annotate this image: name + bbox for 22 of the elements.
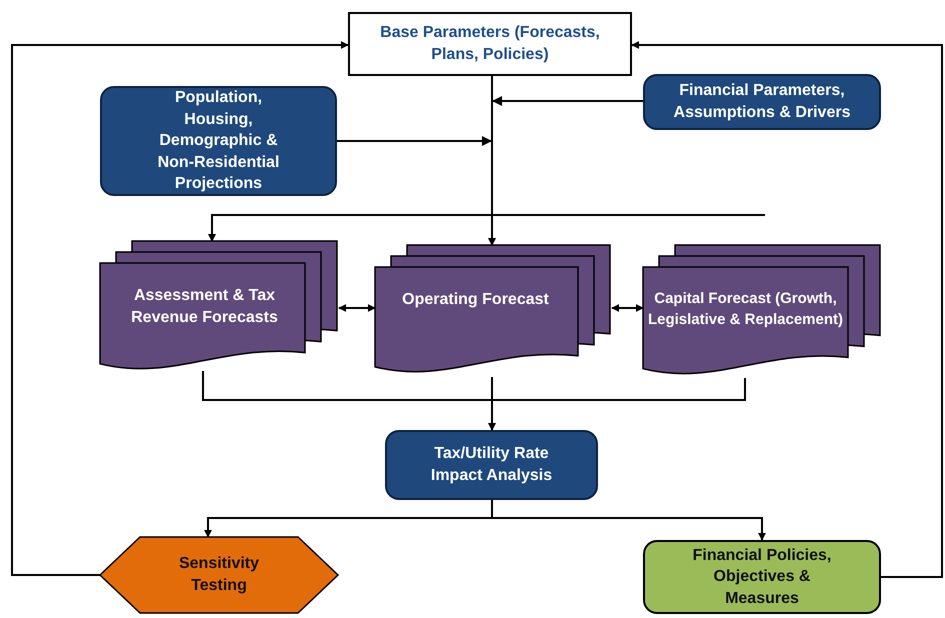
- process-box: [100, 86, 337, 196]
- node-label: Population, Housing, Demographic & Non-Residential Projections: [156, 88, 280, 194]
- node-label: Financial Parameters, Assumptions & Drivers: [672, 81, 852, 123]
- arrow: [338, 304, 376, 312]
- preparation-hexagon: [100, 537, 338, 613]
- process-box: [385, 430, 598, 500]
- arrow: [11, 41, 349, 576]
- arrow: [488, 378, 746, 431]
- node-label: Capital Forecast (Growth, Legislative & Replacement): [646, 289, 844, 330]
- node-label: Financial Policies, Objectives & Measures: [692, 546, 832, 609]
- node-label: Tax/Utility Rate Impact Analysis: [430, 444, 554, 486]
- arrow: [611, 304, 644, 312]
- arrow: [204, 500, 493, 538]
- arrow: [631, 41, 943, 578]
- outcome-box: [643, 540, 881, 614]
- arrow: [492, 517, 766, 541]
- process-box: [643, 74, 881, 130]
- node-label: Assessment & Tax Revenue Forecasts: [130, 286, 279, 328]
- node-label: Base Parameters (Forecasts, Plans, Policies): [379, 23, 601, 65]
- node-label: Operating Forecast: [402, 290, 549, 310]
- parameters-box: [348, 12, 632, 76]
- node-label: Sensitivity Testing: [178, 554, 260, 596]
